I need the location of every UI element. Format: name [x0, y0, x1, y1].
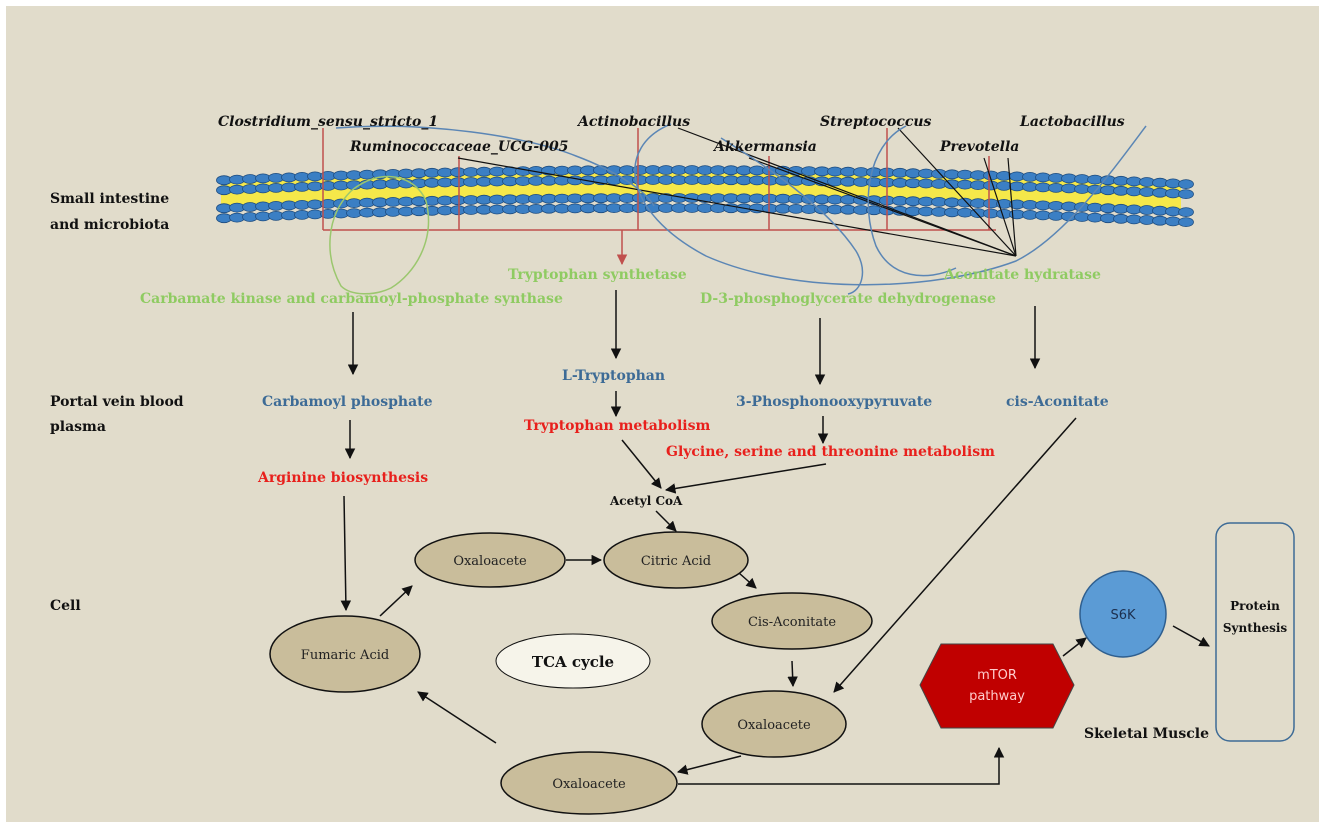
- tca-label-oxaloacete-bottom: Oxaloacete: [552, 777, 626, 792]
- region-label-muscle: Skeletal Muscle: [1084, 726, 1209, 742]
- bacteria-clostridium: Clostridium_sensu_stricto_1: [218, 114, 438, 130]
- protein-synthesis-node: Protein Synthesis: [1215, 522, 1295, 742]
- s6k-label: S6K: [1110, 608, 1136, 623]
- metabolite-l-tryptophan: L-Tryptophan: [562, 368, 665, 384]
- metabolite-labels: Carbamoyl phosphate L-Tryptophan 3-Phosp…: [262, 368, 1109, 410]
- tca-node-citric-acid: Citric Acid: [603, 531, 749, 589]
- diagram-canvas: Small intestine and microbiota Portal ve…: [6, 6, 1319, 822]
- bacteria-lactobacillus: Lactobacillus: [1019, 114, 1125, 130]
- metabolite-cis-aconitate: cis-Aconitate: [1006, 394, 1109, 410]
- region-label-portal-2: plasma: [50, 419, 106, 435]
- intestinal-membrane: [216, 165, 1194, 228]
- enzyme-labels: Carbamate kinase and carbamoyl-phosphate…: [140, 267, 1101, 307]
- tca-label-oxaloacete-right: Oxaloacete: [737, 718, 811, 733]
- tca-node-oxaloacete-bottom: Oxaloacete: [500, 751, 678, 815]
- tca-node-oxaloacete-right: Oxaloacete: [701, 690, 847, 758]
- mtor-pathway-node: mTOR pathway: [919, 643, 1075, 729]
- red-connector-lines: [322, 128, 996, 266]
- tca-label-citric-acid: Citric Acid: [641, 554, 711, 569]
- membrane-lipid-head: [1178, 179, 1194, 190]
- bacteria-labels: Clostridium_sensu_stricto_1 Ruminococcac…: [218, 114, 1125, 155]
- metabolite-phosphooxypyruvate: 3-Phosphonooxypyruvate: [736, 394, 932, 410]
- enzyme-tryptophan-synthetase: Tryptophan synthetase: [508, 267, 687, 283]
- region-label-intestine: Small intestine: [50, 191, 169, 207]
- tca-cycle-text: TCA cycle: [532, 653, 614, 671]
- pathway-tryptophan-metabolism: Tryptophan metabolism: [524, 418, 711, 434]
- tca-cycle-label: TCA cycle: [495, 633, 651, 689]
- tca-node-cis-aconitate: Cis-Aconitate: [711, 592, 873, 650]
- enzyme-aconitate-hydratase: Aconitate hydratase: [943, 267, 1101, 283]
- tca-node-fumaric-acid: Fumaric Acid: [269, 615, 421, 693]
- region-label-portal: Portal vein blood: [50, 394, 184, 410]
- region-label-cell: Cell: [50, 598, 81, 614]
- acetyl-coa-label: Acetyl CoA: [609, 494, 683, 508]
- bacteria-ruminococcaceae: Ruminococcaceae_UCG-005: [349, 139, 568, 155]
- protein-synthesis-label-2: Synthesis: [1223, 621, 1288, 635]
- flow-arrows: [340, 290, 1210, 785]
- bacteria-akkermansia: Akkermansia: [712, 139, 817, 155]
- mtor-label: mTOR: [977, 668, 1017, 683]
- enzyme-carbamate: Carbamate kinase and carbamoyl-phosphate…: [140, 291, 563, 307]
- pathway-diagram: Small intestine and microbiota Portal ve…: [50, 114, 1295, 815]
- membrane-lipid-head: [1178, 217, 1194, 228]
- pathway-arginine: Arginine biosynthesis: [257, 470, 428, 486]
- region-label-intestine-2: and microbiota: [50, 217, 169, 233]
- enzyme-d3pgdh: D-3-phosphoglycerate dehydrogenase: [700, 291, 996, 307]
- pathway-glycine: Glycine, serine and threonine metabolism: [666, 444, 995, 460]
- bacteria-streptococcus: Streptococcus: [820, 114, 932, 130]
- tca-label-cis-aconitate: Cis-Aconitate: [748, 615, 836, 630]
- protein-synthesis-label: Protein: [1230, 599, 1280, 613]
- bacteria-actinobacillus: Actinobacillus: [576, 114, 690, 130]
- pathway-labels: Tryptophan metabolism Glycine, serine an…: [257, 418, 995, 486]
- metabolite-carbamoyl-phosphate: Carbamoyl phosphate: [262, 394, 433, 410]
- tca-node-oxaloacete-top: Oxaloacete: [414, 532, 566, 588]
- s6k-node: S6K: [1079, 570, 1167, 658]
- membrane-lipid-head: [1178, 207, 1194, 218]
- bacteria-prevotella: Prevotella: [939, 139, 1019, 155]
- tca-cycle: Oxaloacete Citric Acid Cis-Aconitate Oxa…: [269, 531, 873, 815]
- tca-label-oxaloacete-top: Oxaloacete: [453, 554, 527, 569]
- mtor-label-2: pathway: [969, 689, 1025, 704]
- blue-correlation-curves: [335, 123, 1147, 295]
- black-association-lines: [457, 127, 1017, 257]
- green-correlation-curve: [329, 175, 430, 295]
- tca-label-fumaric-acid: Fumaric Acid: [301, 648, 389, 663]
- membrane-lipid-head: [1178, 189, 1194, 200]
